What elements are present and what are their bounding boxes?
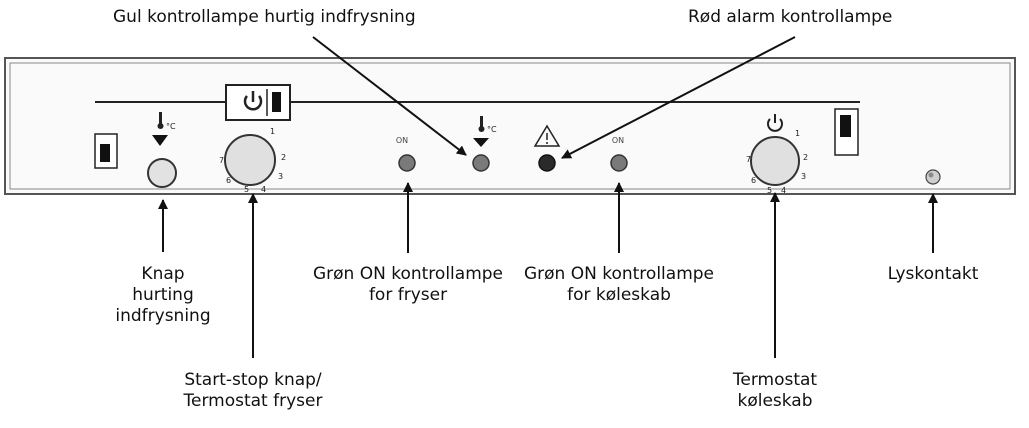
freezer-dial-numbers: 1 2 3 4 5 6 7 — [219, 127, 286, 194]
quick-freeze-icon-left: °C — [152, 112, 176, 146]
label-green-on-lamp-fridge: Grøn ON kontrollampe for køleskab — [523, 264, 714, 305]
svg-text:5: 5 — [244, 185, 249, 194]
label-light-switch: Lyskontakt — [887, 264, 979, 284]
yellow-quick-freeze-lamp — [472, 154, 490, 172]
arrow-red-alarm-lamp — [561, 36, 796, 159]
freezer-thermostat-dial — [224, 134, 276, 186]
on-marking-fridge: ON — [612, 136, 624, 145]
fridge-thermostat-dial — [750, 136, 800, 186]
fridge-dial-numbers: 1 2 3 4 5 6 7 — [746, 129, 808, 195]
svg-text:3: 3 — [278, 172, 283, 181]
svg-text:4: 4 — [781, 186, 786, 195]
svg-text:1: 1 — [270, 127, 275, 136]
green-on-lamp-freezer — [398, 154, 416, 172]
power-icon — [243, 91, 263, 111]
label-green-on-lamp-freezer: Grøn ON kontrollampe for fryser — [312, 264, 503, 305]
svg-text:7: 7 — [746, 155, 751, 164]
start-stop-switch-mark — [272, 92, 281, 112]
quick-freeze-button — [147, 158, 177, 188]
svg-text:6: 6 — [226, 176, 231, 185]
label-yellow-quick-freeze-lamp: Gul kontrollampe hurtig indfrysning — [113, 7, 416, 27]
power-icon-fridge — [767, 114, 783, 132]
warning-triangle-icon — [533, 124, 561, 147]
red-alarm-lamp — [538, 154, 556, 172]
svg-text:1: 1 — [795, 129, 800, 138]
quick-freeze-icon-center: °C — [473, 116, 497, 147]
label-red-alarm-lamp: Rød alarm kontrollampe — [688, 7, 893, 27]
label-freezer-thermostat: Start-stop knap/ Termostat fryser — [183, 370, 323, 411]
panel-inner-frame — [9, 62, 1011, 190]
on-marking-freezer: ON — [396, 136, 408, 145]
arrow-yellow-lamp — [312, 36, 467, 156]
left-switch-mark — [100, 144, 110, 162]
label-quick-freeze-button: Knap hurting indfrysning — [115, 264, 211, 326]
green-on-lamp-fridge — [610, 154, 628, 172]
svg-text:6: 6 — [751, 176, 756, 185]
right-switch-mark — [840, 115, 851, 137]
svg-text:°C: °C — [487, 125, 497, 134]
svg-text:3: 3 — [801, 172, 806, 181]
label-fridge-thermostat: Termostat køleskab — [732, 370, 818, 411]
svg-text:2: 2 — [803, 153, 808, 162]
svg-text:5: 5 — [767, 186, 772, 195]
svg-text:°C: °C — [166, 122, 176, 131]
svg-text:2: 2 — [281, 153, 286, 162]
light-switch — [925, 169, 941, 185]
svg-text:7: 7 — [219, 156, 224, 165]
svg-text:4: 4 — [261, 185, 266, 194]
